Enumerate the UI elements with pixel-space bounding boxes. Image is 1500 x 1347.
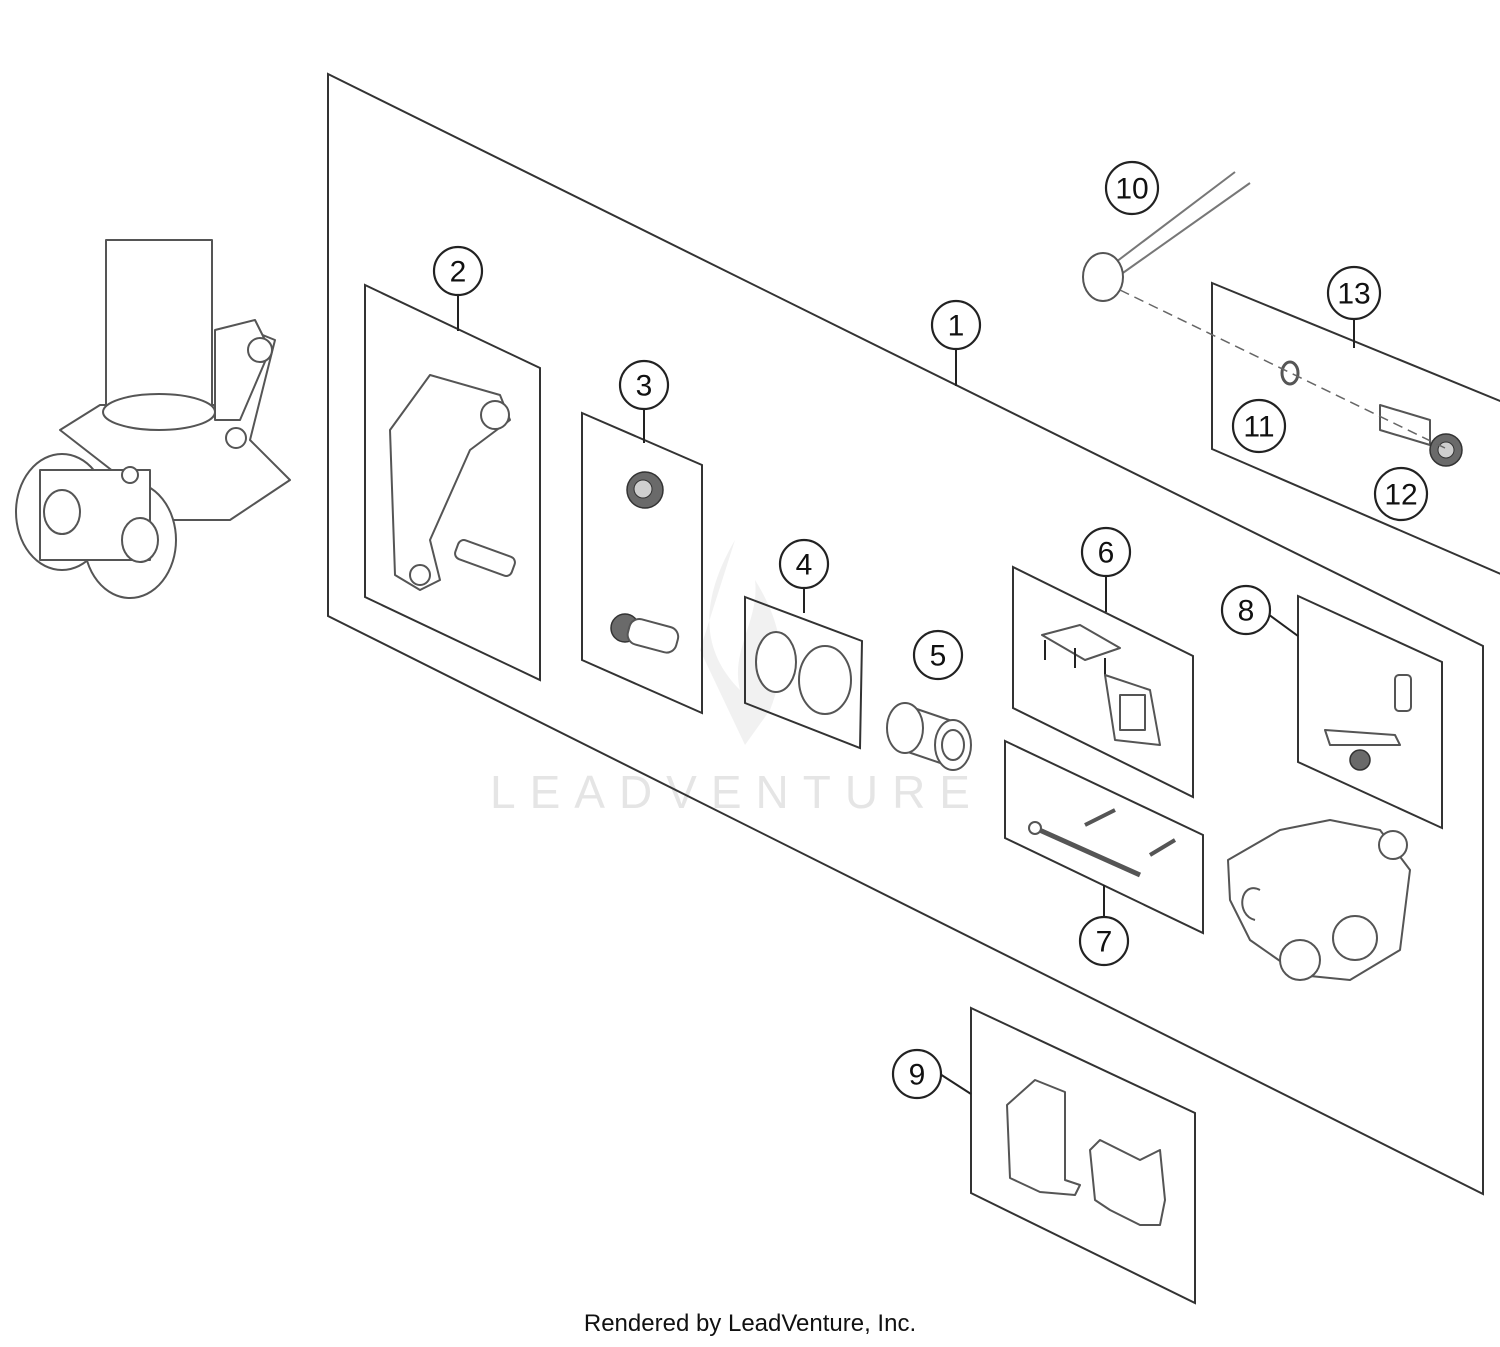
- callout-5: 5: [912, 629, 964, 681]
- panel-slide-pins: [581, 411, 703, 715]
- caliper-piston: [886, 702, 972, 771]
- callout-2: 2: [432, 245, 484, 297]
- panel-banjo-bolt-kit: [1211, 281, 1500, 575]
- svg-text:3: 3: [636, 370, 653, 403]
- leadventure-watermark: LEADVENTURE: [490, 540, 984, 818]
- callout-10: 10: [1104, 160, 1160, 216]
- svg-text:12: 12: [1384, 479, 1417, 512]
- callout-6: 6: [1080, 526, 1132, 578]
- panel-pad-spring: [1012, 565, 1194, 799]
- svg-text:11: 11: [1243, 411, 1274, 444]
- leader-lines: [457, 296, 1355, 1095]
- svg-text:13: 13: [1337, 278, 1370, 311]
- panel-caliper-carrier: [364, 283, 541, 682]
- piston-seal-rings: [755, 631, 852, 715]
- callout-12: 12: [1373, 466, 1429, 522]
- svg-text:4: 4: [796, 549, 813, 582]
- panel-bleeder-kit: [1297, 594, 1443, 830]
- brake-pad-parts: [1006, 1079, 1166, 1226]
- svg-text:7: 7: [1096, 926, 1113, 959]
- caliper-body: [1227, 819, 1411, 981]
- svg-text:5: 5: [930, 640, 947, 673]
- slide-pin-parts: [610, 471, 680, 654]
- banjo-bolt-parts: [1280, 360, 1463, 467]
- bleeder-parts: [1324, 674, 1412, 771]
- callout-8: 8: [1220, 584, 1272, 636]
- caliper-carrier-part: [389, 374, 516, 591]
- svg-text:6: 6: [1098, 537, 1115, 570]
- footer-credit: Rendered by LeadVenture, Inc.: [583, 1310, 917, 1337]
- callout-7: 7: [1078, 915, 1130, 967]
- svg-text:1: 1: [948, 310, 965, 343]
- watermark-text: LEADVENTURE: [490, 766, 984, 818]
- callout-4: 4: [778, 538, 830, 590]
- brake-line: [1082, 171, 1446, 449]
- callout-9: 9: [891, 1048, 943, 1100]
- callout-11: 11: [1231, 398, 1287, 454]
- panel-pad-pin: [1004, 739, 1204, 935]
- fork-leg-assembly: [15, 239, 291, 599]
- svg-text:2: 2: [450, 256, 467, 289]
- panel-brake-caliper-kit: [327, 72, 1484, 1196]
- callout-3: 3: [618, 359, 670, 411]
- callout-1: 1: [930, 299, 982, 351]
- pad-pin-parts: [1028, 808, 1177, 878]
- svg-text:8: 8: [1238, 595, 1255, 628]
- panel-piston-seals: [744, 595, 864, 750]
- svg-text:9: 9: [909, 1059, 926, 1092]
- svg-text:10: 10: [1115, 173, 1148, 206]
- pad-spring-parts: [1041, 624, 1161, 746]
- callout-13: 13: [1326, 265, 1382, 321]
- panel-brake-pads: [970, 1006, 1196, 1305]
